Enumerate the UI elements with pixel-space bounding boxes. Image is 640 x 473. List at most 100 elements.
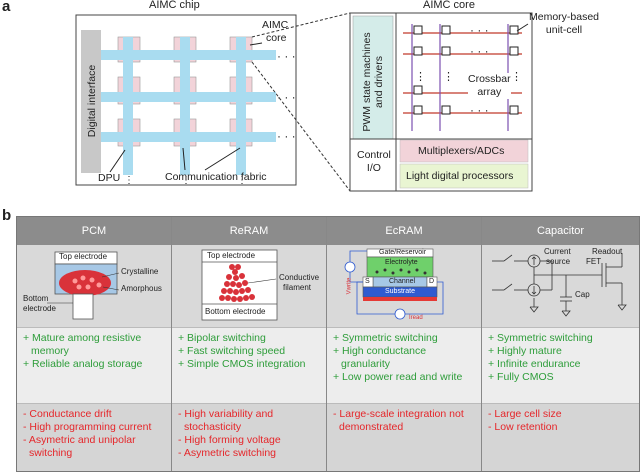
capacitor-con-2: - Low retention: [488, 421, 558, 433]
svg-text:· · ·: · · ·: [277, 49, 296, 63]
header-pcm: PCM: [17, 217, 171, 245]
ecram-gate-label: Gate/Reservoir: [379, 249, 427, 256]
svg-text:⋮: ⋮: [415, 71, 426, 83]
multiplexers-adcs-label: Multiplexers/ADCs: [418, 145, 505, 157]
ecram-read-label: Iread: [409, 315, 423, 321]
capacitor-pro-4: + Fully CMOS: [488, 371, 554, 383]
svg-text:· · ·: · · ·: [470, 23, 489, 37]
reram-pro-1: + Bipolar switching: [178, 332, 266, 344]
header-ecram: EcRAM: [327, 217, 481, 245]
ecram-drain-label: D: [429, 278, 435, 285]
capacitor-pros: + Symmetric switching + Highly mature + …: [482, 327, 639, 403]
capacitor-readout-label-1: Readout: [592, 247, 623, 256]
reram-con-2: - High forming voltage: [178, 434, 281, 446]
reram-top-electrode-label: Top electrode: [207, 251, 256, 260]
ecram-diagram: Gate/Reservoir Electrolyte Channel S D S…: [327, 245, 481, 327]
pcm-con-3b: switching: [29, 447, 73, 459]
pcm-crystalline-label: Crystalline: [121, 267, 159, 276]
pcm-cons: - Conductance drift - High programming c…: [17, 403, 171, 471]
column-ecram: EcRAM Gate/Reservoir Electroly: [327, 217, 482, 471]
ecram-pro-1: + Symmetric switching: [333, 332, 438, 344]
reram-filament-label-2: filament: [283, 283, 312, 292]
pcm-amorphous-label: Amorphous: [121, 284, 162, 293]
panel-b-letter: b: [2, 207, 12, 224]
svg-text:· · ·: · · ·: [277, 129, 296, 143]
pcm-pro-2: + Reliable analog storage: [23, 358, 143, 370]
crossbar-line1: Crossbar: [468, 73, 511, 85]
ecram-source-label: S: [365, 278, 370, 285]
ecram-con-1b: demonstrated: [339, 421, 404, 433]
ecram-pros: + Symmetric switching + High conductance…: [327, 327, 481, 403]
capacitor-con-1: - Large cell size: [488, 408, 562, 420]
communication-fabric-label: Communication fabric: [165, 171, 267, 183]
aimc-core-title: AIMC core: [423, 0, 475, 11]
crossbar-line2: array: [477, 86, 502, 98]
capacitor-cap-label: Cap: [575, 290, 590, 299]
ecram-electrolyte-label: Electrolyte: [385, 259, 418, 266]
capacitor-pro-2: + Highly mature: [488, 345, 562, 357]
capacitor-current-label-2: source: [546, 257, 571, 266]
aimc-chip-title: AIMC chip: [149, 0, 200, 11]
ecram-device-illustration: [344, 248, 444, 320]
ecram-pro-2: + High conductance: [333, 345, 427, 357]
pcm-pros: + Mature among resistive memory + Reliab…: [17, 327, 171, 403]
reram-con-1: - High variability and: [178, 408, 274, 420]
pcm-top-electrode-label: Top electrode: [59, 252, 108, 261]
control-label-line1: Control: [357, 149, 391, 161]
reram-pro-3: + Simple CMOS integration: [178, 358, 306, 370]
reram-device-illustration: [201, 249, 278, 321]
svg-text:· · ·: · · ·: [277, 90, 296, 104]
ecram-cons: - Large-scale integration not demonstrat…: [327, 403, 481, 471]
svg-text:⋮: ⋮: [181, 175, 191, 186]
pwm-label: PWM state machines and drivers: [361, 22, 385, 142]
dpu-label: DPU: [98, 172, 121, 184]
ecram-write-label: Vwrite: [346, 277, 353, 295]
header-capacitor: Capacitor: [482, 217, 639, 245]
capacitor-pro-3: + Infinite endurance: [488, 358, 581, 370]
pwm-label-line1: PWM state machines: [361, 32, 373, 132]
column-reram: ReRAM Top electrode Bottom electrode Con…: [172, 217, 327, 471]
reram-con-1b: stochasticity: [184, 421, 242, 433]
reram-pro-2: + Fast switching speed: [178, 345, 286, 357]
column-pcm: PCM Top electrode Crystalline Amorphous …: [17, 217, 172, 471]
reram-bottom-electrode-label: Bottom electrode: [205, 307, 266, 316]
reram-diagram: Top electrode Bottom electrode Conductiv…: [172, 245, 326, 327]
capacitor-readout-label-2: FET: [586, 257, 602, 266]
reram-con-3: - Asymetric switching: [178, 447, 277, 459]
control-io-label: Control I/O: [357, 149, 391, 175]
capacitor-circuit-illustration: [492, 253, 627, 317]
pcm-device-illustration: [47, 251, 120, 320]
reram-pros: + Bipolar switching + Fast switching spe…: [172, 327, 326, 403]
pcm-con-2: - High programming current: [23, 421, 152, 433]
digital-interface-label: Digital interface: [86, 64, 98, 138]
panel-a-letter: a: [2, 0, 11, 15]
reram-cons: - High variability and stochasticity - H…: [172, 403, 326, 471]
column-capacitor: Capacitor: [482, 217, 639, 471]
pcm-bottom-label-2: electrode: [23, 304, 56, 313]
capacitor-current-label-1: Current: [544, 247, 571, 256]
pcm-diagram: Top electrode Crystalline Amorphous Bott…: [17, 245, 171, 327]
ecram-pro-3: + Low power read and write: [333, 371, 463, 383]
pcm-con-1: - Conductance drift: [23, 408, 112, 420]
aimc-core-label-line1: AIMC: [262, 19, 289, 31]
control-label-line2: I/O: [366, 162, 381, 174]
pcm-bottom-label-1: Bottom: [23, 294, 49, 303]
header-reram: ReRAM: [172, 217, 326, 245]
pcm-pro-1: + Mature among resistive: [23, 332, 142, 344]
pcm-con-3: - Asymetric and unipolar: [23, 434, 136, 446]
ecram-channel-label: Channel: [389, 278, 416, 285]
memory-unit-cell-label: Memory-based unit-cell: [529, 11, 599, 37]
capacitor-pro-1: + Symmetric switching: [488, 332, 593, 344]
ecram-con-1: - Large-scale integration not: [333, 408, 464, 420]
ecram-substrate-label: Substrate: [385, 288, 415, 295]
memory-unit-line1: Memory-based: [529, 11, 600, 23]
svg-text:· · ·: · · ·: [470, 103, 489, 117]
svg-text:⋮: ⋮: [443, 71, 454, 83]
capacitor-cons: - Large cell size - Low retention: [482, 403, 639, 471]
aimc-core-label-line2: core: [266, 32, 287, 44]
pcm-pro-1b: memory: [31, 345, 69, 357]
memory-unit-line2: unit-cell: [545, 24, 583, 36]
aimc-chip-diagram: · · · · · · · · · ⋮ ⋮ ⋮ · · · · ·: [75, 12, 533, 192]
light-digital-processors-label: Light digital processors: [406, 170, 514, 182]
svg-text:⋮: ⋮: [237, 175, 247, 186]
